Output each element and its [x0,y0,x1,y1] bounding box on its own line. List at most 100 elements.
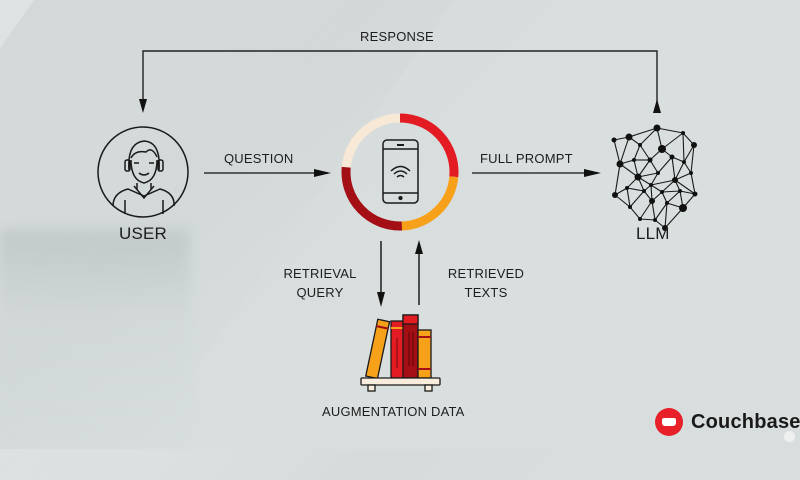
network-node [660,190,664,194]
corner-badge-icon [784,431,795,442]
ring-segment [341,166,403,231]
network-node [634,173,642,181]
network-node [642,189,646,193]
retrieved-texts-line1: RETRIEVED [447,266,525,281]
bookshelf-icon [360,314,441,392]
network-edge [656,127,684,134]
network-edge [639,200,653,220]
network-node [616,160,624,168]
user-headset-icon [97,126,189,218]
network-edge [629,190,645,208]
network-node [647,157,653,163]
neural-network-icon [611,124,698,231]
couchbase-logo-icon [655,408,683,436]
network-edge [639,144,651,161]
network-node [638,143,642,147]
network-node [681,131,685,135]
app-ring [341,113,459,231]
background-shade [0,230,190,450]
network-node [611,137,617,143]
network-edge [629,206,641,220]
retrieval-query-line1: RETRIEVAL [283,266,357,281]
network-edge [649,159,659,174]
question-label: QUESTION [224,151,294,166]
network-node [612,192,618,198]
network-edge [661,191,668,204]
response-arrowhead-llm [653,99,661,113]
network-edge [650,179,676,186]
response-arrowhead-user [139,99,147,113]
smartphone-wifi-icon [382,139,419,204]
network-edge [661,132,684,150]
network-node [625,186,629,190]
rag-diagram [97,50,698,392]
network-node [658,145,666,153]
network-node [665,201,669,205]
network-node [662,225,668,231]
network-edge [664,207,684,229]
network-edge [639,218,656,221]
network-edge [619,163,639,178]
augmentation-data-label: AUGMENTATION DATA [322,404,465,419]
couchbase-brand: Couchbase [655,408,800,436]
network-node [682,160,686,164]
network-node [625,133,633,141]
network-node [649,183,653,187]
network-edge [613,139,621,165]
question-arrow [204,169,331,177]
network-edge [671,156,676,181]
retrieval-query-line2: QUERY [296,285,344,300]
network-edge [674,179,696,195]
network-edge [654,202,668,221]
network-edge [690,144,695,174]
network-edge [633,144,641,161]
retrieved-texts-line2: TEXTS [464,285,508,300]
network-edge [682,132,685,163]
retrieval-query-label: RETRIEVAL QUERY [278,264,362,302]
network-node [669,154,675,160]
network-edge [679,190,696,195]
network-edge [650,172,659,186]
response-arrow [139,50,661,113]
network-edge [657,156,673,174]
response-label: RESPONSE [360,29,434,44]
network-edge [666,190,681,204]
network-node [628,205,632,209]
network-node [692,191,698,197]
ring-segment [341,113,401,168]
retrieved-texts-label: RETRIEVED TEXTS [444,264,528,302]
ring-segment [399,113,459,178]
network-edge [664,202,668,229]
network-edge [614,163,621,196]
ring-segment [401,176,459,231]
network-node [653,218,657,222]
retrieved-texts-arrow [415,240,423,305]
network-node [653,124,661,132]
full-prompt-arrow [472,169,601,177]
llm-label: LLM [636,224,670,243]
network-edge [683,144,695,163]
full-prompt-label: FULL PROMPT [480,151,573,166]
network-edge [683,161,692,174]
retrieval-query-arrow [377,241,385,307]
network-node [691,142,697,148]
network-edge [626,187,631,208]
network-node [632,158,636,162]
network-node [672,177,678,183]
brand-name: Couchbase [691,410,800,433]
network-node [649,198,655,204]
network-node [679,204,687,212]
network-edge [628,127,658,138]
network-edge [639,127,658,146]
user-label: USER [119,224,168,243]
network-node [689,171,693,175]
network-node [638,217,642,221]
network-edge [690,172,696,195]
network-edge [619,136,630,165]
network-edge [651,200,656,221]
network-node [656,171,660,175]
network-edge [626,187,645,192]
network-edge [674,161,685,181]
network-edge [650,184,663,193]
network-edge [661,190,681,193]
